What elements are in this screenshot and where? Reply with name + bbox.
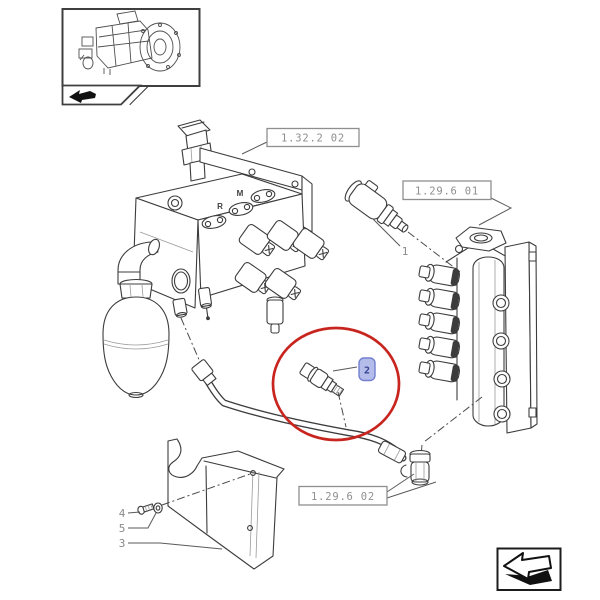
prev-nav-tick	[129, 84, 150, 106]
thumbnail-frame	[61, 8, 201, 87]
guard-bracket	[167, 438, 285, 570]
elbow-fitting	[400, 449, 431, 486]
prev-page-nav[interactable]	[61, 84, 150, 106]
callout-part4[interactable]: 4	[119, 507, 126, 520]
ref-label-right-box[interactable]	[402, 180, 492, 201]
ref-label-top-text[interactable]: 1.32.2 02	[281, 133, 345, 145]
callout-part2[interactable]: 2	[364, 366, 370, 377]
pipe-sleeve	[377, 440, 407, 464]
selected-part-tag-box[interactable]	[358, 357, 376, 382]
highlight-circle	[271, 326, 401, 442]
plug-to-pipe-dashed-line	[180, 317, 201, 363]
ref-label-bottom-box[interactable]	[298, 485, 388, 506]
valve-to-manifold-dashed-line	[407, 231, 461, 273]
bolt-part4	[137, 503, 155, 515]
block-marking-r: R	[217, 202, 223, 211]
ref-label-top-box[interactable]	[266, 127, 360, 148]
ref-label-bottom[interactable]: 1.29.6 02	[298, 473, 437, 506]
accumulator	[102, 278, 188, 399]
callout-part3[interactable]: 3	[119, 537, 126, 550]
ref-label-top-leader	[241, 141, 268, 155]
part1-leader	[372, 218, 401, 247]
ref-label-top[interactable]: 1.32.2 02	[241, 127, 360, 155]
ref-label-bottom-leader	[386, 473, 437, 499]
valve-manifold	[418, 226, 538, 434]
prev-page-arrow-icon	[69, 90, 96, 103]
manifold-coils	[418, 263, 461, 383]
solenoid-valve-part1	[344, 180, 409, 247]
pressure-switch-part2	[299, 362, 358, 397]
next-page-arrow-icon	[503, 552, 552, 580]
block-solenoids	[234, 220, 330, 301]
guard-leaders	[127, 511, 223, 550]
callout-part5[interactable]: 5	[119, 522, 126, 535]
transmission-thumbnail-drawing	[78, 10, 181, 75]
valve-block-assembly: M R	[117, 119, 330, 334]
ref-label-right-leader	[478, 197, 513, 226]
ref-label-right-text[interactable]: 1.29.6 01	[415, 186, 479, 198]
thumbnail-panel[interactable]	[61, 8, 201, 87]
washer-part5	[153, 502, 163, 514]
selected-part-tag[interactable]: 2	[358, 357, 376, 382]
next-page-nav[interactable]	[496, 547, 562, 591]
switch-to-pipe-dashed-line	[337, 391, 347, 428]
ref-label-bottom-text[interactable]: 1.29.6 02	[311, 491, 375, 503]
pipe-end-fitting	[191, 359, 217, 386]
ref-label-right[interactable]: 1.29.6 01	[402, 180, 513, 226]
block-marking-m: M	[237, 189, 244, 198]
callout-part1[interactable]: 1	[402, 245, 409, 258]
part2-leader	[332, 366, 358, 372]
